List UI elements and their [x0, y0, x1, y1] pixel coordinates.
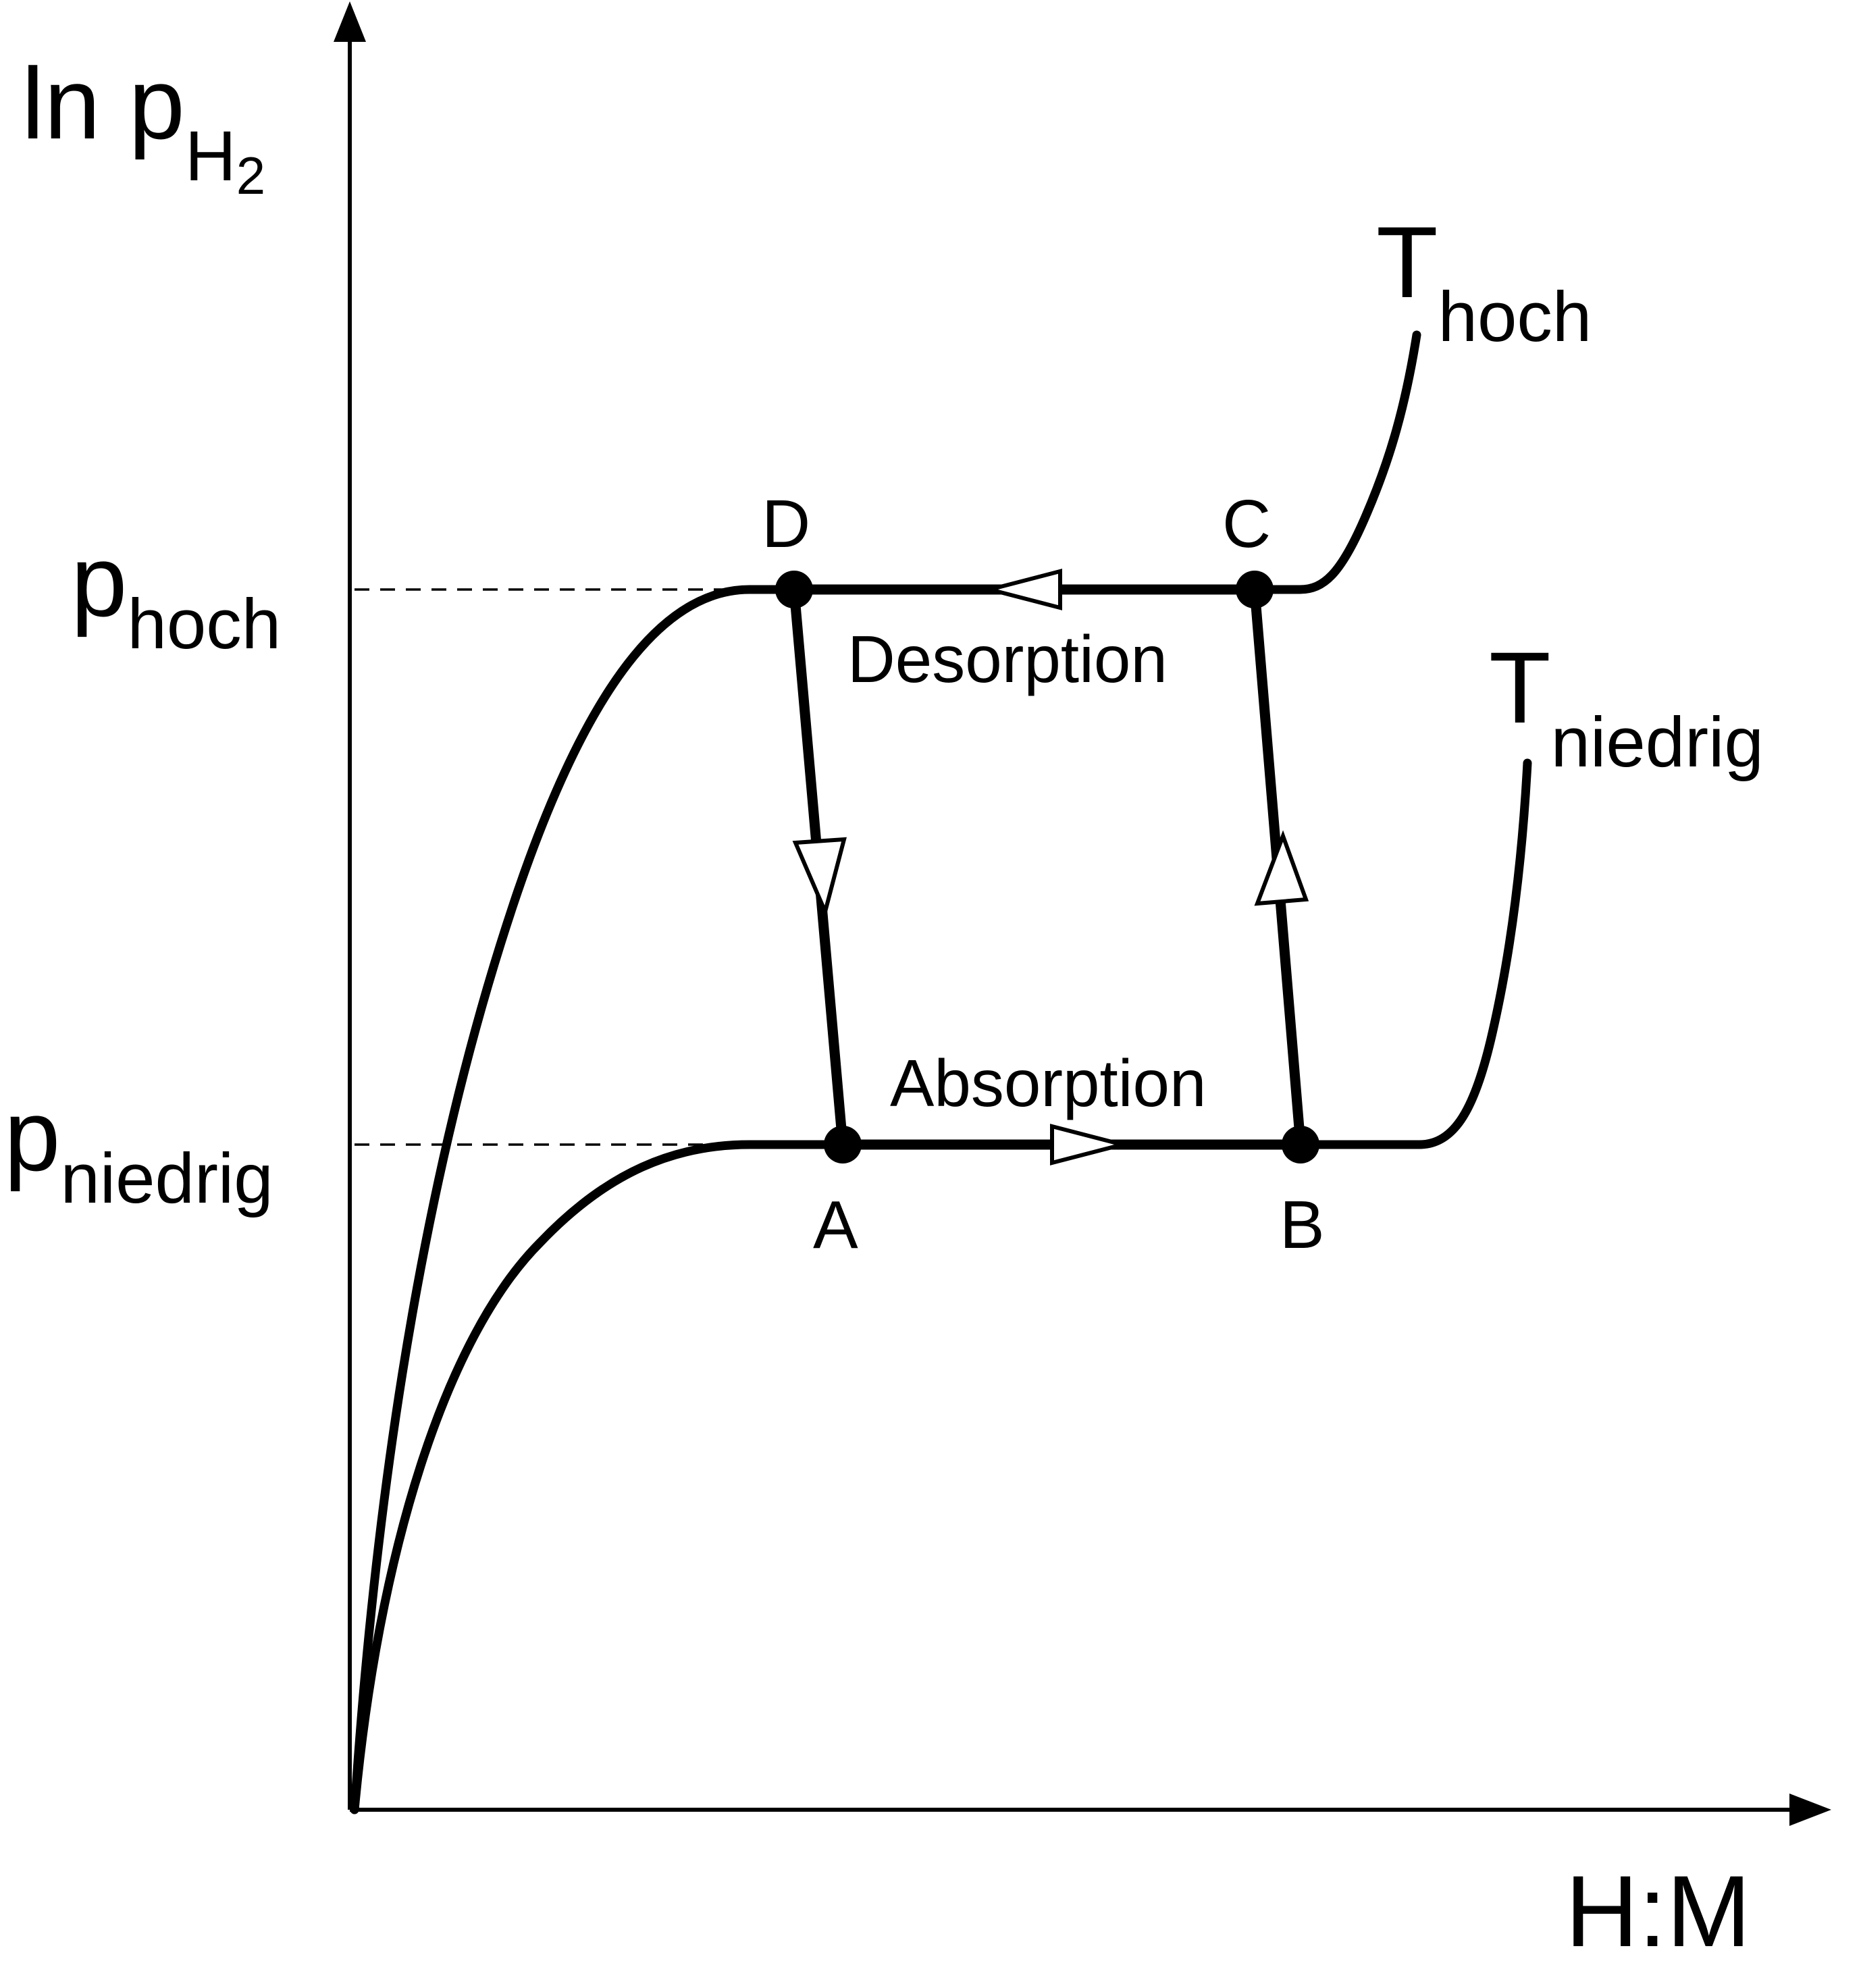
t-niedrig-subscript: niedrig [1551, 703, 1764, 782]
desorption-label: Desorption [847, 622, 1168, 696]
isotherm-t-hoch [350, 330, 1421, 1814]
arrowhead-b-to-c [1254, 830, 1309, 906]
y-axis-label: ln pH2 [22, 47, 265, 205]
y-axis-label-subsubscript: 2 [236, 146, 265, 205]
point-a [824, 1126, 862, 1163]
absorption-label: Absorption [890, 1046, 1207, 1120]
point-d-label: D [762, 486, 810, 562]
arrowhead-d-to-a [792, 837, 847, 918]
point-d [775, 571, 813, 608]
y-axis-arrowhead [334, 1, 366, 42]
p-niedrig-label: pniedrig [4, 1078, 273, 1218]
t-niedrig-label: Tniedrig [1489, 631, 1764, 782]
point-b [1282, 1126, 1319, 1163]
t-hoch-main: T [1376, 205, 1438, 319]
p-hoch-main: p [71, 524, 127, 637]
y-axis-label-main: ln p [22, 47, 185, 160]
isotherm-t-niedrig [350, 758, 1532, 1814]
x-axis-label: H:M [1565, 1854, 1751, 1968]
t-hoch-subscript: hoch [1438, 278, 1592, 357]
p-niedrig-subscript: niedrig [60, 1139, 273, 1218]
p-hoch-label: phoch [71, 524, 281, 664]
point-c-label: C [1222, 486, 1271, 562]
point-c [1236, 571, 1274, 608]
p-niedrig-main: p [4, 1078, 60, 1192]
y-axis-label-subscript: H [185, 117, 236, 196]
x-axis-arrowhead [1789, 1794, 1831, 1826]
arrowhead-absorption [1050, 1124, 1130, 1166]
t-hoch-label: Thoch [1376, 205, 1592, 357]
t-niedrig-main: T [1489, 631, 1551, 744]
arrowhead-desorption [982, 569, 1062, 610]
point-b-label: B [1280, 1187, 1325, 1263]
point-a-label: A [813, 1187, 858, 1263]
p-hoch-subscript: hoch [127, 585, 281, 664]
